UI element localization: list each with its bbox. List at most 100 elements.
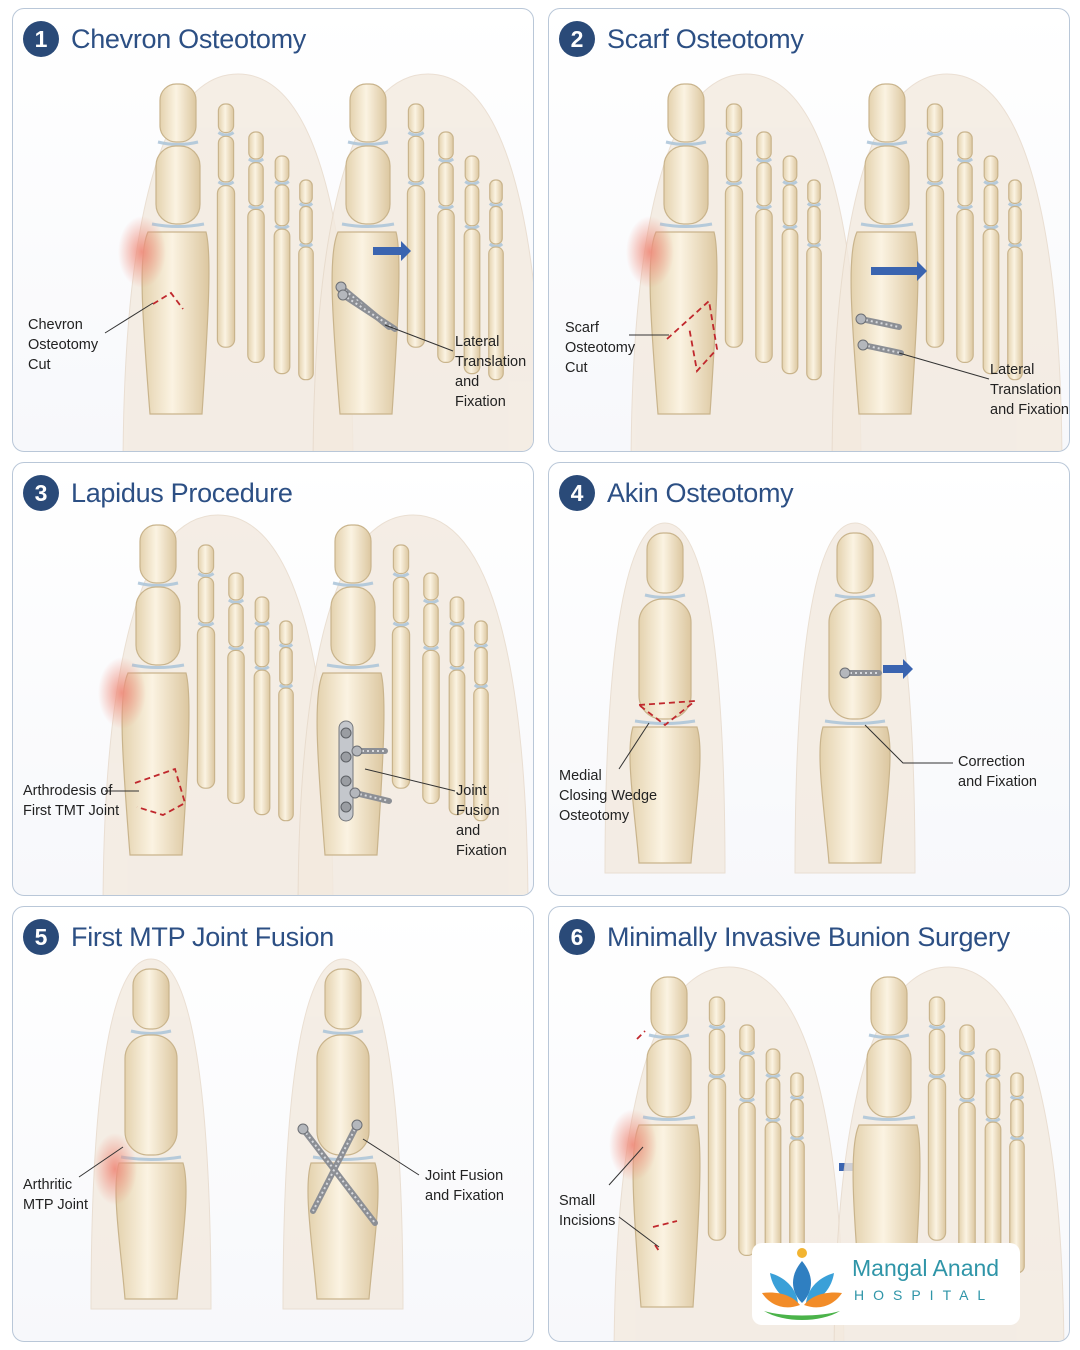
metatarsal — [253, 669, 271, 816]
big-toe-distal-phalanx — [334, 524, 372, 584]
plate-screw-hole — [340, 775, 352, 787]
inflamed-bunion — [118, 216, 166, 288]
panel-title: Chevron Osteotomy — [71, 23, 306, 54]
big-toe-proximal-phalanx — [155, 145, 201, 225]
joint-cartilage — [725, 180, 743, 186]
toe-phalanx — [423, 603, 439, 648]
leader-line — [104, 302, 154, 334]
first-metatarsal — [331, 231, 400, 415]
joint-cartilage — [157, 140, 199, 146]
toe-phalanx — [217, 135, 235, 183]
joint-cartilage — [464, 180, 480, 186]
toe-phalanx — [1008, 205, 1022, 245]
hospital-name: Mangal Anand — [852, 1255, 1000, 1281]
joint-cartilage — [648, 1033, 690, 1039]
toe-phalanx — [790, 1098, 804, 1138]
big-toe-distal-phalanx — [646, 532, 684, 594]
joint-cartilage — [926, 131, 944, 137]
toe-phalanx — [299, 179, 313, 204]
metatarsal — [958, 1101, 976, 1256]
metatarsal — [488, 246, 504, 381]
joint-cartilage — [422, 598, 440, 604]
metatarsal — [448, 669, 466, 816]
metatarsal — [781, 228, 799, 375]
toe-phalanx — [983, 155, 999, 183]
joint-cartilage — [862, 1115, 916, 1121]
arrow-icon — [373, 241, 411, 261]
screw-thread — [860, 318, 900, 328]
screw-thread — [342, 294, 396, 330]
plate-screw-hole — [340, 801, 352, 813]
joint-cartilage — [254, 621, 270, 627]
big-toe-proximal-phalanx — [864, 145, 910, 225]
metatarsal — [956, 208, 974, 363]
screw — [300, 1126, 378, 1226]
joint-cartilage — [958, 1097, 976, 1103]
screw-head — [857, 339, 869, 351]
step-number-badge: 1 — [23, 21, 59, 57]
toe-phalanx — [248, 162, 264, 207]
toe-phalanx — [807, 179, 821, 204]
metatarsal — [1007, 246, 1023, 381]
leader-line — [864, 724, 953, 764]
toe-phalanx — [959, 1055, 975, 1100]
toe-phalanx — [228, 572, 244, 601]
toe-phalanx — [464, 184, 480, 227]
leader-line — [78, 1146, 124, 1178]
toe-phalanx — [299, 205, 313, 245]
toe-phalanx — [279, 620, 293, 645]
leader-line — [618, 722, 650, 770]
leader-line — [618, 1216, 660, 1248]
screw-thread — [354, 792, 390, 802]
joint-cartilage — [983, 224, 999, 230]
panel-title: First MTP Joint Fusion — [71, 921, 334, 952]
joint-cartilage — [247, 204, 265, 210]
scarf-osteotomy-illustration — [626, 73, 1063, 451]
toe-phalanx — [423, 572, 439, 601]
panel-title: Lapidus Procedure — [71, 477, 293, 508]
toe-phalanx — [957, 162, 973, 207]
joint-cartilage — [1009, 1095, 1025, 1101]
right-label: Joint Fusion and Fixation — [425, 1168, 504, 1204]
big-toe-distal-phalanx — [159, 83, 197, 143]
joint-cartilage — [227, 598, 245, 604]
joint-cartilage — [1007, 202, 1023, 208]
toe-phalanx — [756, 162, 772, 207]
left-label: Scarf Osteotomy Cut — [565, 320, 636, 376]
panel-header: 5 First MTP Joint Fusion — [23, 919, 334, 955]
joint-cartilage — [392, 572, 410, 578]
joint-cartilage — [1009, 1135, 1025, 1141]
toe-phalanx — [926, 103, 944, 134]
joint-cartilage — [868, 1033, 910, 1039]
lapidus-procedure-illustration — [98, 514, 529, 895]
screw-head — [349, 787, 361, 799]
joint-cartilage — [834, 593, 876, 599]
joint-cartilage — [274, 180, 290, 186]
joint-cartilage — [866, 140, 908, 146]
fusion-plate — [338, 720, 354, 822]
metatarsal — [982, 228, 1000, 375]
metatarsal — [707, 1078, 727, 1241]
joint-cartilage — [473, 643, 489, 649]
joint-cartilage — [254, 665, 270, 671]
metatarsal — [463, 228, 481, 375]
joint-cartilage — [806, 202, 822, 208]
toe-phalanx — [248, 131, 264, 160]
toe-phalanx — [1010, 1072, 1024, 1097]
joint-cartilage — [326, 663, 380, 669]
joint-cartilage — [926, 180, 944, 186]
metatarsal — [724, 185, 744, 348]
toe-phalanx — [926, 135, 944, 183]
big-toe-proximal-phalanx — [124, 1034, 178, 1156]
inflamed-bunion — [626, 216, 674, 288]
mtp-fusion-illustration — [78, 958, 420, 1310]
panel-header: 6 Minimally Invasive Bunion Surgery — [559, 919, 1010, 955]
joint-cartilage — [274, 224, 290, 230]
joint-cartilage — [197, 572, 215, 578]
right-label: Lateral Translation and Fixation — [990, 362, 1069, 418]
arrow-icon — [883, 659, 913, 679]
joint-cartilage — [806, 242, 822, 248]
panel-header: 1 Chevron Osteotomy — [23, 21, 306, 57]
joint-cartilage — [332, 581, 374, 587]
joint-cartilage — [928, 1073, 946, 1079]
